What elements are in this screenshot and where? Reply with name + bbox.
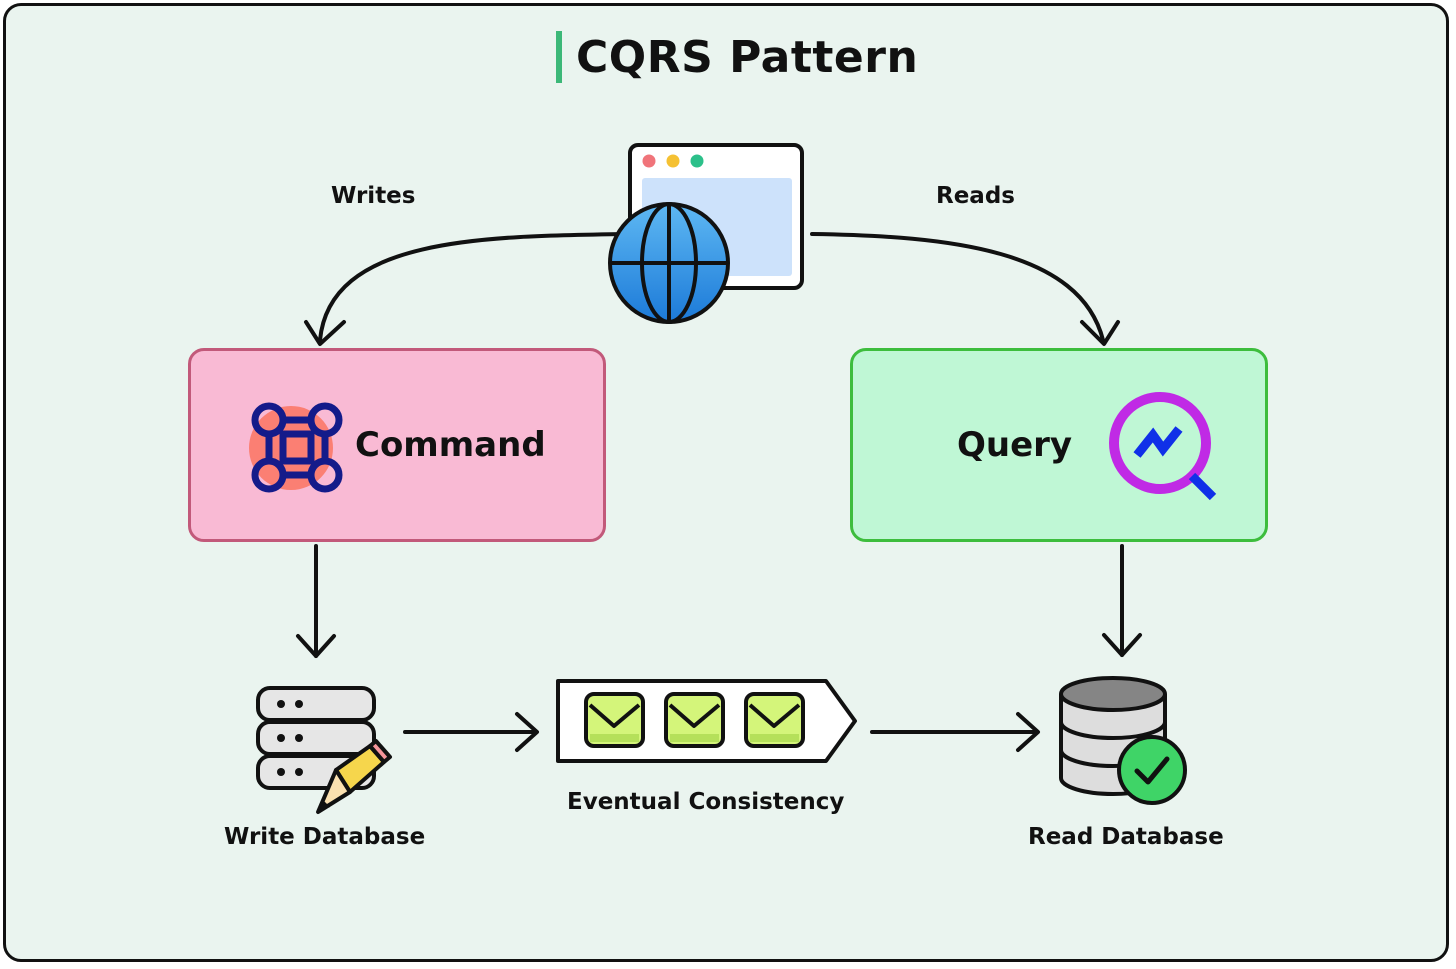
queue-to-readdb-arrowhead xyxy=(1016,712,1040,752)
command-to-writedb-arrowhead xyxy=(296,634,336,658)
reads-arrowhead xyxy=(1080,320,1120,346)
query-box: Query xyxy=(850,348,1268,542)
envelope-icon xyxy=(744,692,805,748)
read-database-label: Read Database xyxy=(1028,824,1224,850)
writes-label: Writes xyxy=(331,183,416,209)
eventual-consistency-label: Eventual Consistency xyxy=(567,789,845,815)
writes-arrowhead xyxy=(304,320,346,346)
title-accent-bar xyxy=(556,31,562,83)
command-label: Command xyxy=(355,425,546,465)
reads-edge xyxy=(810,232,1105,342)
reads-label: Reads xyxy=(936,183,1015,209)
writedb-to-queue-arrowhead xyxy=(515,712,539,752)
writes-edge xyxy=(318,232,630,342)
envelope-icon xyxy=(664,692,725,748)
page-title: CQRS Pattern xyxy=(576,31,919,83)
query-to-readdb-arrowhead xyxy=(1102,633,1142,657)
title-group: CQRS Pattern xyxy=(556,30,918,84)
command-box: Command xyxy=(188,348,606,542)
query-label: Query xyxy=(957,425,1073,465)
envelope-icon xyxy=(584,692,645,748)
command-key-icon xyxy=(249,402,343,493)
magnifier-chart-icon xyxy=(1109,392,1217,501)
write-database-label: Write Database xyxy=(224,824,426,850)
